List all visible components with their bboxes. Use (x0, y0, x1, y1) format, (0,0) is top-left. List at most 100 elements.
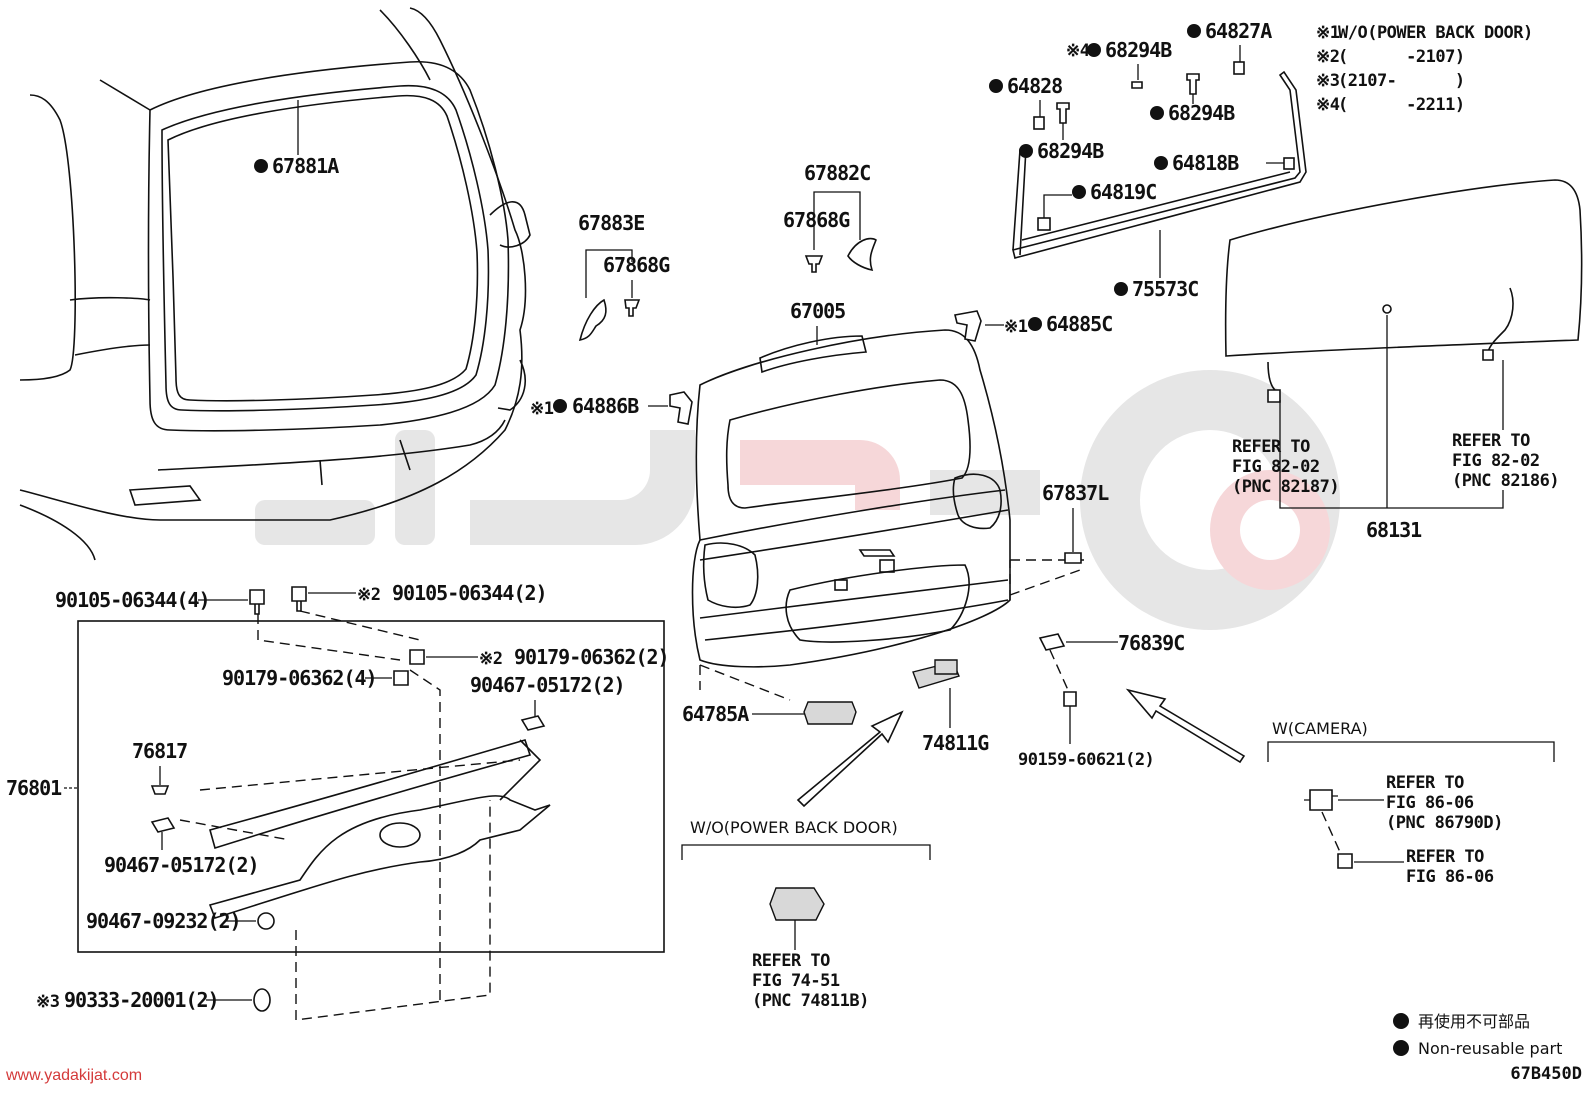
label-76801: 76801 (6, 776, 62, 800)
ref-74811-line1: REFER TO (752, 951, 830, 971)
label-68294B-a: 68294B (1105, 38, 1172, 62)
label-64827A: 64827A (1205, 19, 1272, 43)
cover-part-icon (847, 237, 877, 272)
label-64819C: 64819C (1090, 180, 1156, 204)
clip-icon (1283, 157, 1295, 170)
ref-86790-line2: FIG 86-06 (1386, 793, 1474, 813)
group-wo-power-back-door: W/O(POWER BACK DOOR) (690, 818, 898, 837)
mark-64885C: ※1 (1004, 317, 1028, 337)
label-64885C: 64885C (1046, 312, 1112, 336)
ref-82187-line2: FIG 82-02 (1232, 457, 1320, 477)
label-90467-05172-right: 90467-05172(2) (470, 673, 625, 697)
note-3-mark: ※3 (1316, 71, 1340, 91)
camera-part-icon (1309, 789, 1333, 811)
mark-90179-right: ※2 (479, 649, 502, 669)
clip-icon (150, 817, 176, 833)
label-90159: 90159-60621(2) (1018, 750, 1154, 770)
label-64818B: 64818B (1172, 151, 1239, 175)
clip-nut-icon (393, 670, 409, 686)
mark-64886B: ※1 (530, 399, 554, 419)
ref-8606-line2: FIG 86-06 (1406, 867, 1494, 887)
ref-74811-line3: (PNC 74811B) (752, 991, 869, 1011)
figure-code: 67B450D (1510, 1064, 1582, 1084)
bracket-part-icon (669, 391, 693, 425)
pin-icon (1186, 73, 1200, 95)
ref-82186-line2: FIG 82-02 (1452, 451, 1540, 471)
clip-icon (1233, 61, 1245, 75)
cover-part-icon (578, 298, 607, 342)
legend-dot (1393, 1013, 1409, 1029)
bracket-part-icon (1038, 633, 1066, 651)
label-76839C: 76839C (1118, 631, 1184, 655)
label-67883E: 67883E (578, 211, 644, 235)
label-64785A: 64785A (682, 702, 749, 726)
bracket-67883E (585, 249, 633, 298)
label-64886B: 64886B (572, 394, 639, 418)
label-74811G: 74811G (922, 731, 989, 755)
pin-icon (1131, 81, 1143, 89)
clip-icon (624, 299, 641, 317)
plug-icon (253, 988, 271, 1012)
label-67881A: 67881A (272, 154, 339, 178)
label-68131: 68131 (1366, 518, 1422, 542)
clip-icon (1037, 217, 1051, 231)
switch-part-icon (769, 887, 825, 921)
ref-82186-line3: (PNC 82186) (1452, 471, 1559, 491)
label-90467-05172-left: 90467-05172(2) (104, 853, 259, 877)
legend-en: Non-reusable part (1418, 1039, 1562, 1058)
clip-icon (520, 715, 546, 731)
mark-90333: ※3 (36, 992, 60, 1012)
mark-68294B-a: ※4 (1066, 41, 1090, 61)
label-67882C: 67882C (804, 161, 870, 185)
site-link[interactable]: www.yadakijat.com (6, 1067, 143, 1084)
note-1-mark: ※1 (1316, 23, 1340, 43)
note-1-text: W/O(POWER BACK DOOR) (1338, 23, 1533, 43)
stopper-icon (1064, 552, 1082, 564)
clip-icon (804, 255, 824, 273)
bolt-icon (1063, 691, 1077, 707)
arrow-icon (796, 710, 904, 808)
note-3-text: (2107- ) (1338, 71, 1465, 91)
ref-82186-line1: REFER TO (1452, 431, 1530, 451)
screw-icon (249, 589, 265, 615)
screw-icon (1337, 853, 1353, 869)
note-2-text: ( -2107) (1338, 47, 1465, 67)
back-door-garnish (179, 739, 551, 919)
label-67837L: 67837L (1042, 481, 1109, 505)
non-reusable-dot (254, 159, 268, 173)
label-90179-left: 90179-06362(4) (222, 666, 377, 690)
note-4-text: ( -2211) (1338, 95, 1465, 115)
ref-74811-line2: FIG 74-51 (752, 971, 840, 991)
note-2-mark: ※2 (1316, 47, 1339, 67)
spoiler-molding (1012, 70, 1307, 259)
clip-icon (1033, 116, 1045, 130)
bracket-part-icon (954, 310, 982, 342)
garnish-group-box (77, 620, 665, 953)
label-64828: 64828 (1007, 74, 1062, 98)
label-90105-right: 90105-06344(2) (392, 581, 547, 605)
clip-nut-icon (409, 649, 425, 665)
arrow-icon (1125, 688, 1246, 764)
ref-86790-line3: (PNC 86790D) (1386, 813, 1503, 833)
vehicle-body (19, 7, 531, 561)
label-90105-left: 90105-06344(4) (55, 588, 210, 612)
clip-icon (150, 785, 170, 795)
ref-86790-line1: REFER TO (1386, 773, 1464, 793)
label-67005: 67005 (790, 299, 845, 323)
group-w-camera: W(CAMERA) (1272, 719, 1368, 738)
label-68294B-c: 68294B (1037, 139, 1104, 163)
mark-90105-right: ※2 (357, 585, 380, 605)
handle-part-icon (803, 701, 857, 725)
screw-icon (291, 586, 307, 612)
legend-dot (1393, 1040, 1409, 1056)
legend-jp: 再使用不可部品 (1418, 1012, 1530, 1031)
label-90467-09232: 90467-09232(2) (86, 909, 241, 933)
label-67868G-left: 67868G (603, 253, 670, 277)
ref-82187-line3: (PNC 82187) (1232, 477, 1339, 497)
label-90333: 90333-20001(2) (64, 988, 219, 1012)
note-4-mark: ※4 (1316, 95, 1340, 115)
label-90179-right: 90179-06362(2) (514, 645, 669, 669)
label-67868G-right: 67868G (783, 208, 850, 232)
back-window-glass (1224, 179, 1583, 403)
